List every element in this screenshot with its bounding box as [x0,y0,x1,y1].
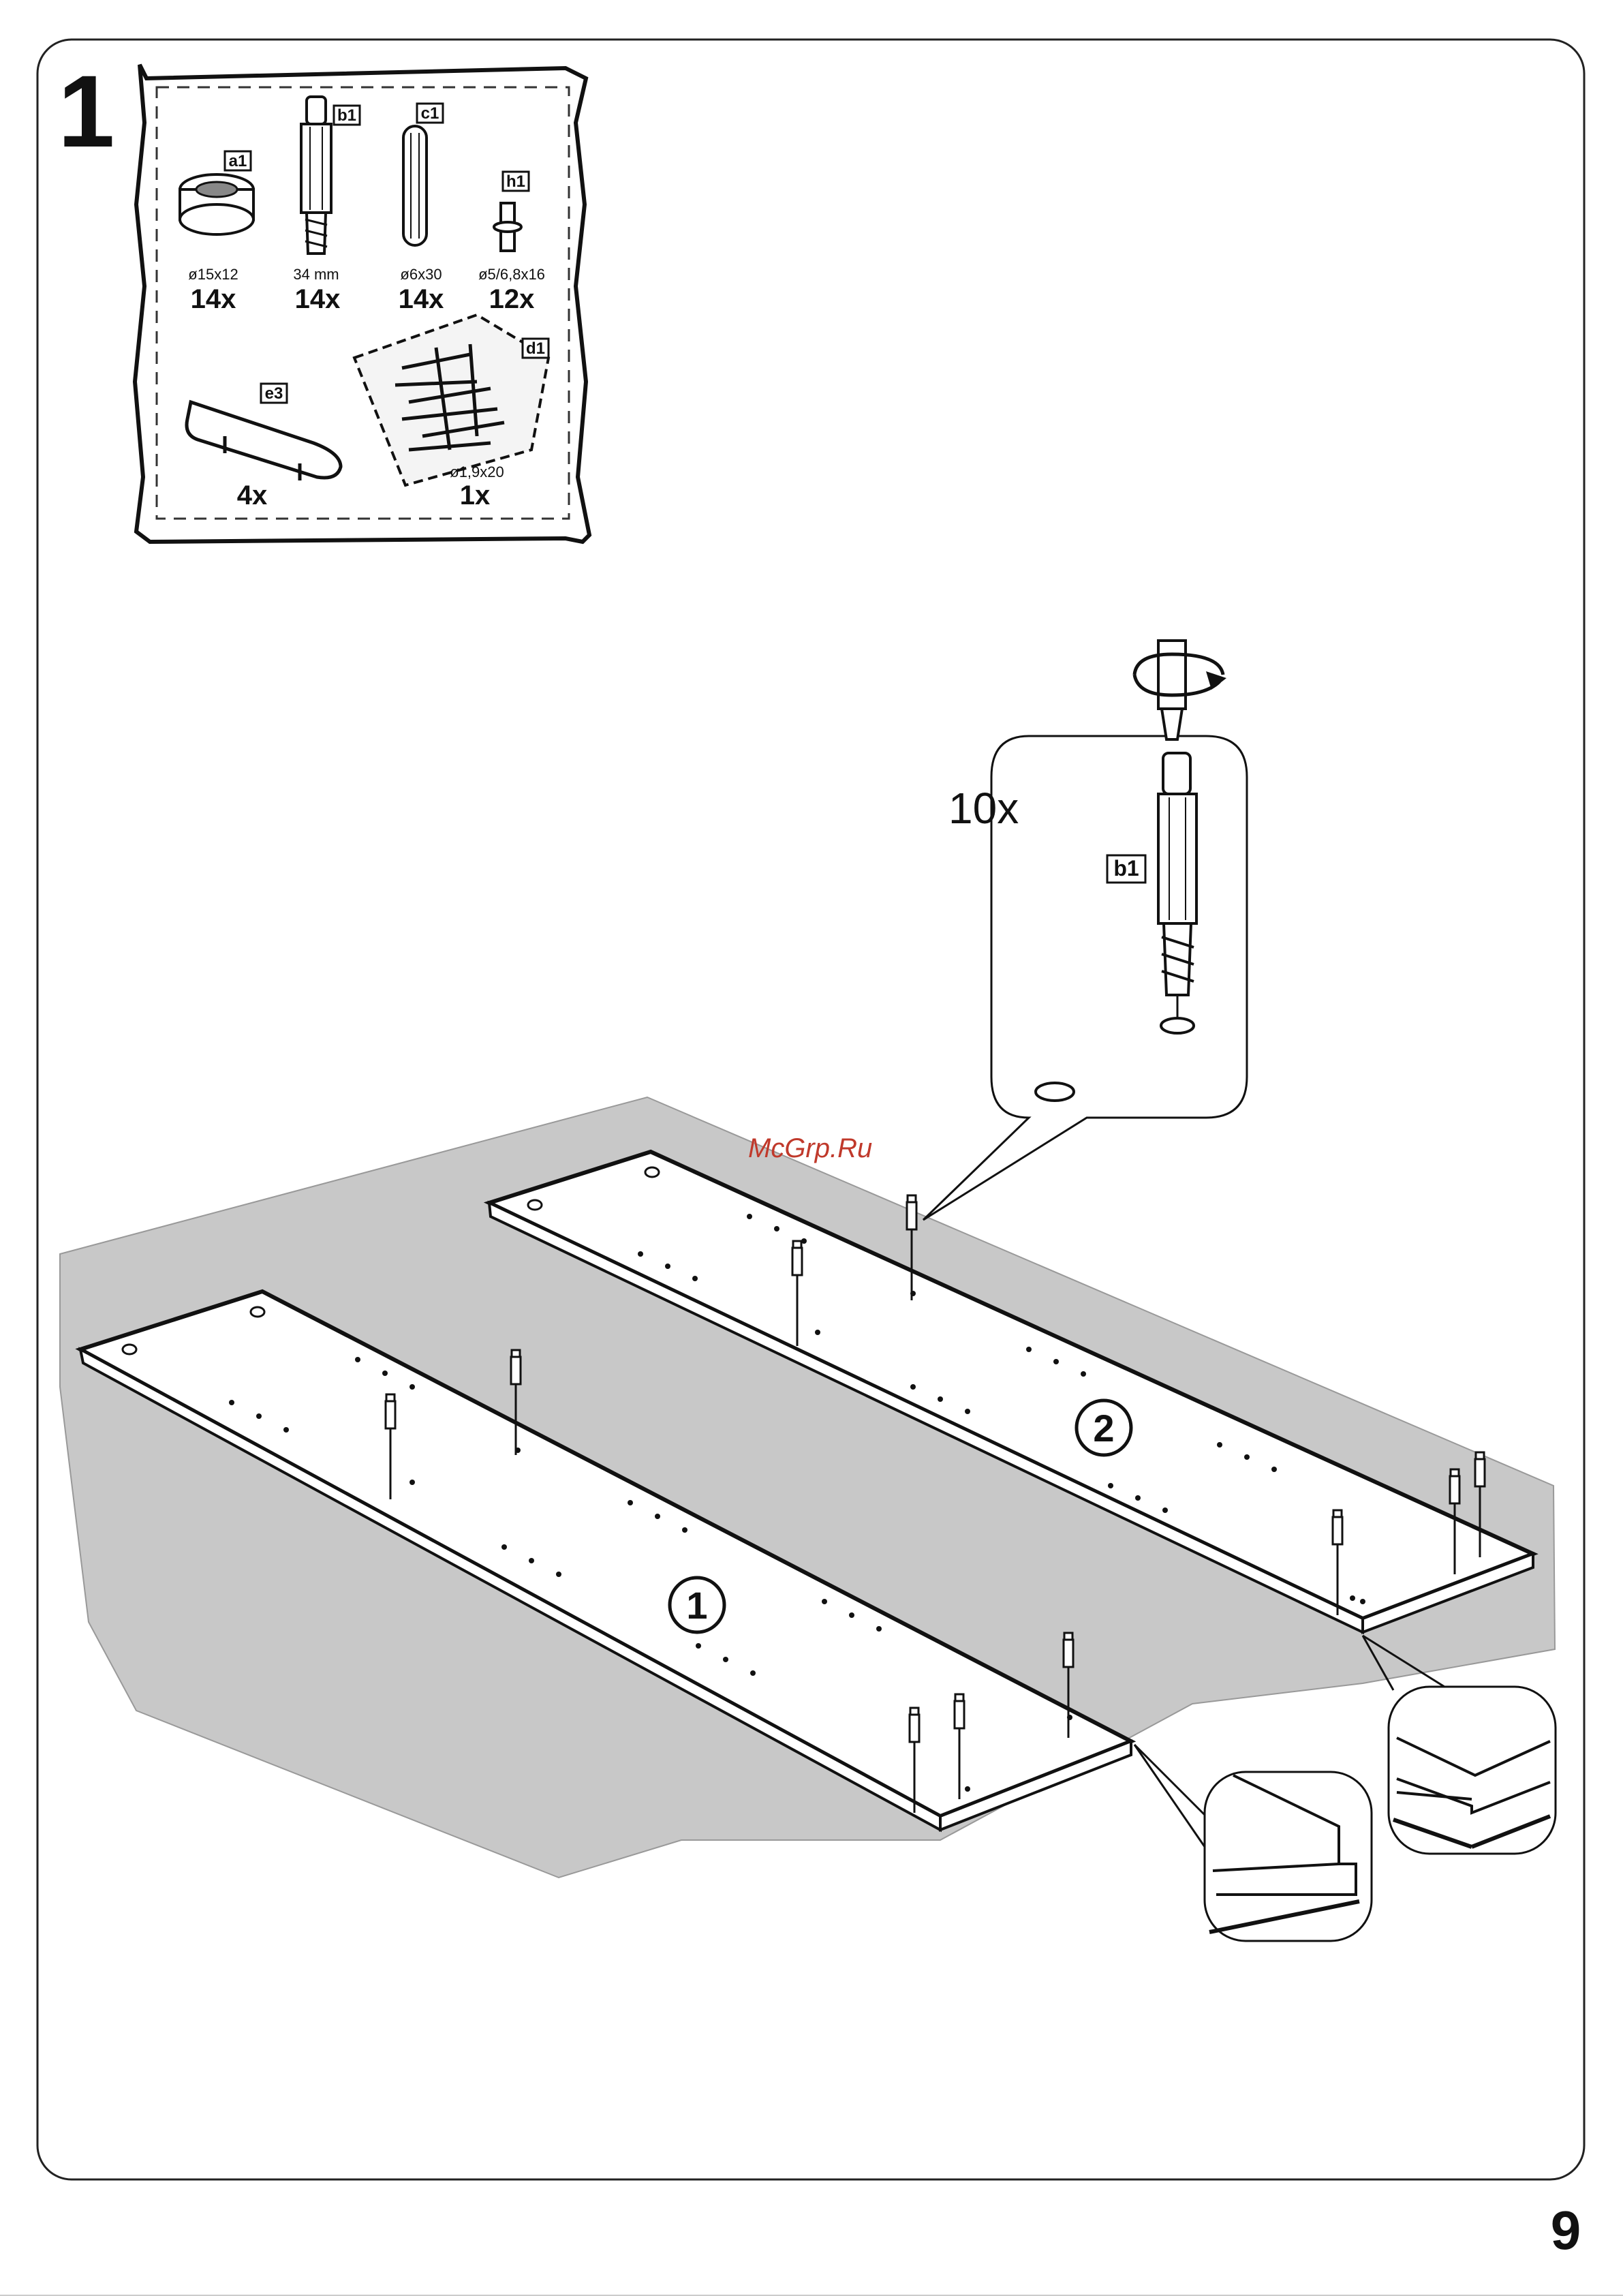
screwdriver-icon [1134,641,1226,739]
svg-text:ø1,9x20: ø1,9x20 [450,463,504,480]
svg-text:h1: h1 [506,172,525,191]
cam-lock-icon [180,174,253,234]
svg-text:12x: 12x [489,284,535,314]
svg-text:d1: d1 [526,339,545,358]
svg-text:14x: 14x [399,284,444,314]
part-code-c1: c1 [417,104,443,123]
svg-text:e3: e3 [265,384,283,403]
part-code-a1: a1 [225,151,251,170]
svg-text:a1: a1 [229,152,247,170]
edge-detail-1 [1134,1745,1372,1941]
panel-1-label: 1 [686,1584,707,1627]
panel-2-label: 2 [1093,1407,1114,1450]
svg-text:b1: b1 [337,106,356,125]
part-code-h1: h1 [503,172,529,191]
svg-text:ø6x30: ø6x30 [400,266,442,283]
svg-text:b1: b1 [1113,856,1139,881]
svg-text:ø15x12: ø15x12 [188,266,238,283]
svg-text:4x: 4x [237,480,268,510]
svg-text:c1: c1 [421,104,439,123]
wood-dowel-icon [403,126,427,245]
svg-text:14x: 14x [191,284,236,314]
part-code-d1: d1 [523,339,548,358]
svg-text:14x: 14x [295,284,341,314]
callout-bubble: 10x b1 [923,641,1247,1220]
callout-count: 10x [948,784,1019,833]
step-number: 1 [58,54,114,168]
callout-part-tag: b1 [1107,855,1145,883]
svg-text:34 mm: 34 mm [293,266,339,283]
part-code-b1: b1 [334,106,360,125]
page-number: 9 [1551,2200,1581,2261]
svg-text:1x: 1x [460,480,491,510]
part-code-e3: e3 [261,384,287,403]
svg-text:ø5/6,8x16: ø5/6,8x16 [478,266,545,283]
watermark-text: McGrp.Ru [748,1133,872,1163]
